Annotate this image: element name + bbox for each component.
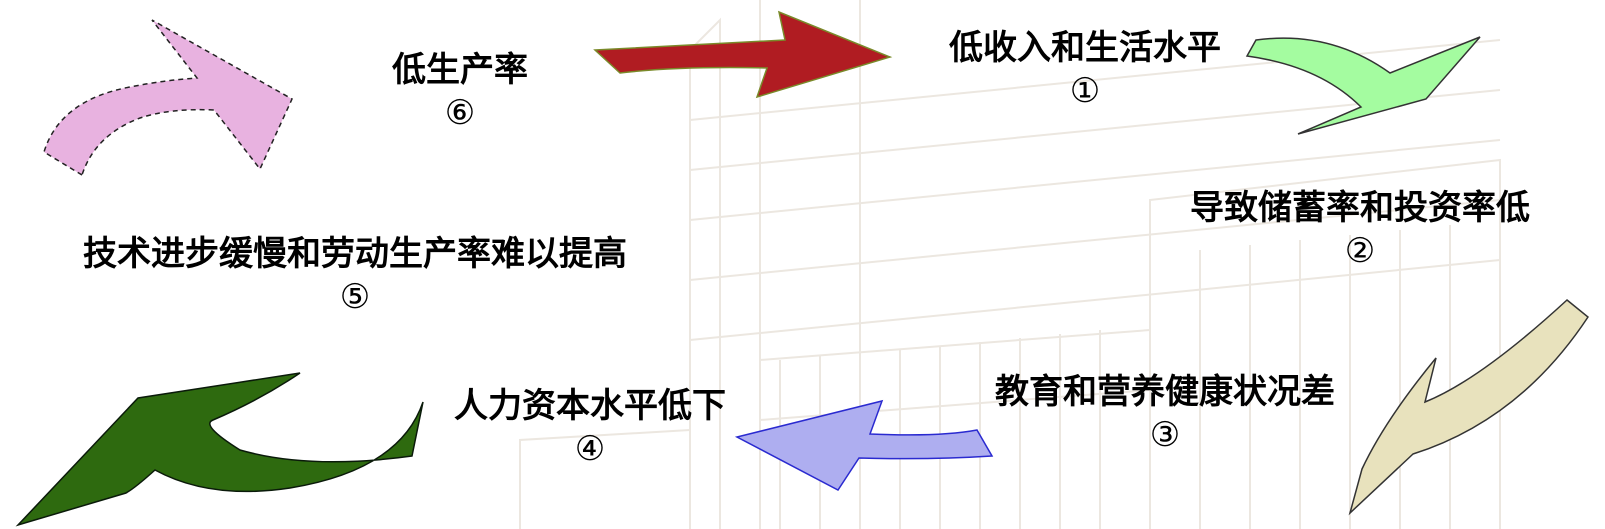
node-poor-education-health-number: ③ — [1149, 415, 1181, 455]
node-low-productivity: 低生产率 ⑥ — [370, 48, 550, 134]
arrow-6-to-1 — [593, 10, 893, 99]
arrow-1-to-2 — [1245, 36, 1481, 135]
node-low-income-label: 低收入和生活水平 — [949, 28, 1221, 68]
node-poor-education-health: 教育和营养健康状况差 ③ — [970, 370, 1360, 456]
node-low-productivity-label: 低生产率 — [392, 50, 528, 90]
arrow-3-to-4 — [734, 399, 994, 491]
arrow-4-to-5 — [15, 372, 424, 527]
node-low-savings-number: ② — [1344, 231, 1376, 271]
node-poor-education-health-label: 教育和营养健康状况差 — [995, 372, 1335, 412]
node-low-savings-label: 导致储蓄率和投资率低 — [1190, 188, 1530, 228]
node-low-productivity-number: ⑥ — [444, 93, 476, 133]
node-low-human-capital-number: ④ — [574, 429, 606, 469]
node-low-savings: 导致储蓄率和投资率低 ② — [1155, 186, 1565, 272]
arrow-5-to-6 — [43, 19, 293, 177]
node-slow-tech-progress-number: ⑤ — [339, 277, 371, 317]
node-low-income-number: ① — [1069, 71, 1101, 111]
node-slow-tech-progress: 技术进步缓慢和劳动生产率难以提高 ⑤ — [30, 232, 680, 318]
arrow-2-to-3 — [1348, 299, 1590, 516]
node-low-human-capital-label: 人力资本水平低下 — [454, 386, 726, 426]
node-low-income: 低收入和生活水平 ① — [920, 26, 1250, 112]
node-slow-tech-progress-label: 技术进步缓慢和劳动生产率难以提高 — [83, 234, 627, 274]
node-low-human-capital: 人力资本水平低下 ④ — [430, 384, 750, 470]
